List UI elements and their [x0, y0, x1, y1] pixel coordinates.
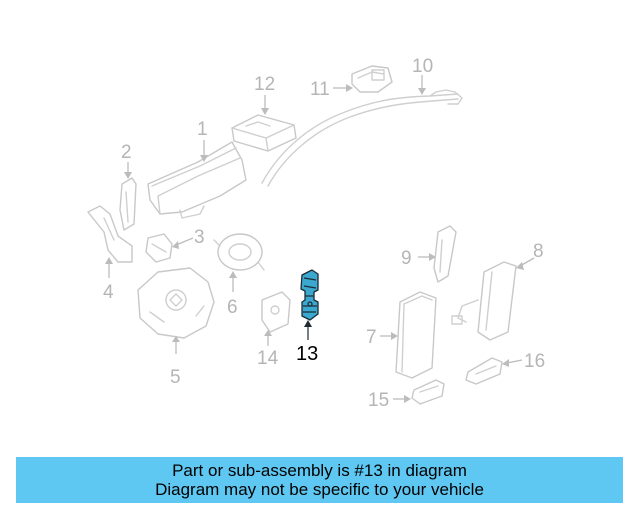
- part-2-bracket: [119, 177, 137, 231]
- part-14-bracket: [261, 291, 291, 333]
- label-4: 4: [103, 282, 114, 303]
- label-6: 6: [227, 297, 238, 318]
- label-5: 5: [170, 367, 181, 388]
- part-15-sensor: [411, 379, 445, 405]
- label-15: 15: [368, 390, 389, 411]
- part-7-seat-airbag: [395, 291, 437, 379]
- part-8-side-airbag: [451, 261, 517, 341]
- label-11: 11: [310, 79, 330, 100]
- part-12-control-module: [231, 114, 297, 152]
- label-2: 2: [121, 142, 132, 163]
- label-3: 3: [194, 227, 205, 248]
- banner-line-1: Part or sub-assembly is #13 in diagram: [172, 461, 467, 480]
- part-6-clock-spring: [213, 233, 265, 271]
- label-1: 1: [197, 119, 208, 140]
- parts-diagram: 10 11 12 1 2 4: [87, 56, 545, 411]
- label-7: 7: [366, 327, 377, 348]
- label-14: 14: [257, 348, 279, 369]
- label-8: 8: [533, 241, 544, 262]
- label-13: 13: [296, 343, 318, 365]
- label-9: 9: [401, 248, 412, 269]
- banner-line-2: Diagram may not be specific to your vehi…: [155, 480, 484, 499]
- label-12: 12: [254, 74, 275, 95]
- part-16-sensor: [465, 357, 503, 385]
- part-13-impact-sensor: [300, 269, 319, 321]
- part-1-passenger-airbag: [147, 141, 247, 219]
- info-banner: Part or sub-assembly is #13 in diagram D…: [16, 457, 623, 503]
- label-10: 10: [412, 56, 433, 77]
- part-11-module: [351, 65, 393, 93]
- part-3-sensor: [145, 233, 173, 263]
- part-4-bracket: [87, 205, 133, 263]
- part-5-steering-airbag: [137, 267, 215, 339]
- part-10-curtain-airbag: [261, 89, 463, 187]
- label-16: 16: [524, 351, 545, 372]
- part-9-bracket: [433, 225, 457, 283]
